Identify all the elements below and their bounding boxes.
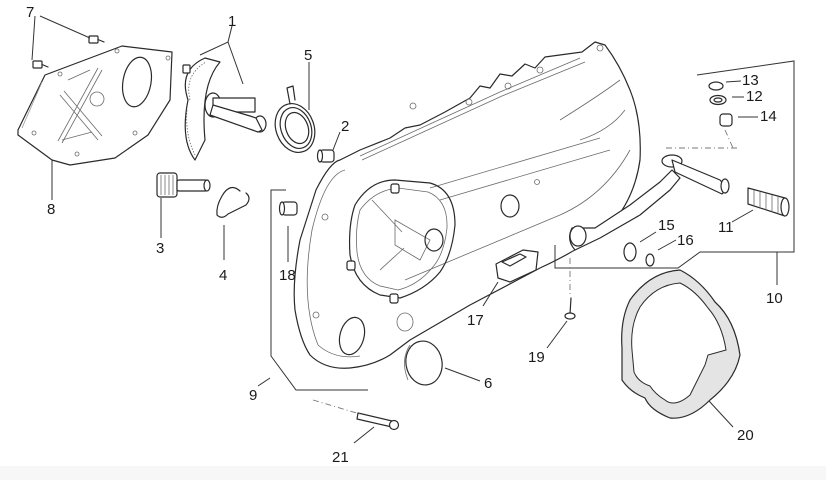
callout-21: 21: [332, 449, 349, 466]
callout-5: 5: [304, 47, 312, 64]
pedal-rubber-part: [747, 187, 790, 217]
footer-strip: [0, 466, 826, 480]
clip-spring-part: [216, 186, 250, 218]
callout-6: 6: [484, 375, 492, 392]
callout-labels: 7 1 5 2 8 3 4 18 9 6 17 19 21 13 12 14 1…: [26, 4, 783, 466]
bushing-part: [316, 149, 335, 163]
kick-lever-part: [569, 154, 730, 251]
callout-3: 3: [156, 240, 164, 257]
callout-16: 16: [677, 232, 694, 249]
dash-axes: [312, 129, 738, 415]
callout-15: 15: [658, 217, 675, 234]
cover-plate-part: [17, 45, 173, 166]
gasket-part: [621, 269, 741, 419]
callout-12: 12: [746, 88, 763, 105]
callout-10: 10: [766, 290, 783, 307]
callout-2: 2: [341, 118, 349, 135]
callout-18: 18: [279, 267, 296, 284]
callout-13: 13: [742, 72, 759, 89]
callout-19: 19: [528, 349, 545, 366]
transmission-cover-part: [293, 41, 641, 369]
callout-14: 14: [760, 108, 777, 125]
callout-7: 7: [26, 4, 34, 21]
group-bracket-9: [270, 189, 368, 391]
callout-20: 20: [737, 427, 754, 444]
bolt-21-part: [356, 412, 400, 431]
bushing-18-part: [278, 201, 298, 216]
pinion-gear-part: [156, 172, 211, 198]
small-rings-part: [623, 81, 733, 267]
rubber-buffer-part: [495, 249, 539, 283]
group-bracket-10: [554, 60, 795, 269]
callout-8: 8: [47, 201, 55, 218]
torsion-spring-part: [274, 85, 316, 153]
leader-lines: [31, 15, 778, 444]
kick-gear-shaft-part: [182, 57, 267, 161]
screw-19-part: [564, 297, 576, 320]
callout-11: 11: [718, 219, 734, 236]
callout-4: 4: [219, 267, 227, 284]
cap-part: [404, 340, 443, 386]
callout-17: 17: [467, 312, 484, 329]
callout-1: 1: [228, 13, 236, 30]
callout-9: 9: [249, 387, 257, 404]
screws-part: [32, 35, 105, 69]
